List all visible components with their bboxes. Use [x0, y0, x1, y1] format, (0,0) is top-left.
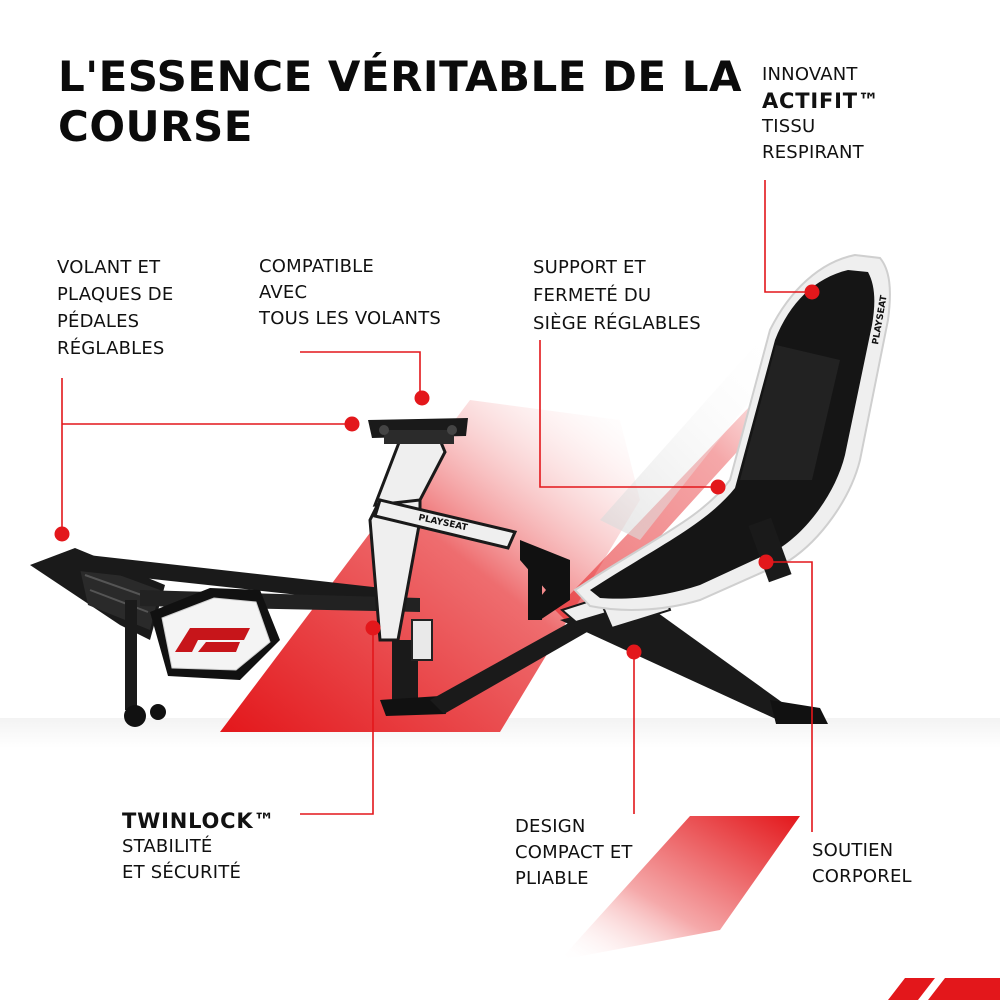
dot-compatible: [414, 390, 430, 406]
grey-streak: [600, 340, 790, 540]
dot-actifit: [804, 284, 820, 300]
page-title: L'ESSENCE VÉRITABLE DE LA COURSE: [58, 52, 758, 152]
dot-support: [710, 479, 726, 495]
callout-soutien-line-1: SOUTIEN: [812, 840, 894, 861]
callout-design-line-1: DESIGN: [515, 816, 586, 837]
f1-side-cover: [150, 588, 280, 680]
callout-design-line-3: PLIABLE: [515, 868, 589, 889]
callout-support: SUPPORT ET FERMETÉ DU SIÈGE RÉGLABLES: [533, 254, 701, 338]
leader-twinlock: [300, 628, 374, 815]
dot-design: [626, 644, 642, 660]
callout-compatible-line-2: AVEC: [259, 282, 308, 303]
leader-soutien: [766, 561, 813, 832]
callout-twinlock: TWINLOCK™ STABILITÉ ET SÉCURITÉ: [122, 808, 275, 886]
callout-twinlock-line-2: STABILITÉ: [122, 836, 213, 857]
racing-seat: PLAYSEAT: [573, 253, 891, 611]
callout-actifit-line-1: INNOVANT: [762, 64, 858, 85]
callout-lines: [61, 180, 813, 832]
page-title-line-2: COURSE: [58, 102, 253, 151]
callout-support-line-1: SUPPORT ET: [533, 257, 646, 278]
dot-wheel-plate: [344, 416, 360, 432]
callout-compatible-line-3: TOUS LES VOLANTS: [259, 308, 442, 329]
callout-volant-line-1: VOLANT ET: [57, 257, 161, 278]
callout-volant: VOLANT ET PLAQUES DE PÉDALES RÉGLABLES: [57, 254, 173, 362]
leader-compatible: [300, 351, 421, 398]
callout-design: DESIGN COMPACT ET PLIABLE: [515, 814, 633, 892]
callout-volant-line-4: RÉGLABLES: [57, 338, 165, 359]
wheel-mount-plate: [368, 418, 468, 444]
callout-actifit-line-3: TISSU: [762, 116, 816, 137]
callout-actifit-brand: ACTIFIT™: [762, 89, 880, 113]
leader-support: [539, 340, 718, 488]
middle-crossbar: PLAYSEAT: [373, 498, 518, 550]
callout-actifit: INNOVANT ACTIFIT™ TISSU RESPIRANT: [762, 62, 880, 166]
pedal-plate: [30, 548, 166, 727]
callout-volant-line-3: PÉDALES: [57, 311, 140, 332]
callout-twinlock-line-3: ET SÉCURITÉ: [122, 862, 242, 883]
red-streak-lower: [560, 816, 800, 960]
callout-actifit-line-4: RESPIRANT: [762, 142, 864, 163]
callout-soutien: SOUTIEN CORPOREL: [812, 838, 912, 890]
callout-soutien-line-2: CORPOREL: [812, 866, 912, 887]
corner-stripe-1: [888, 978, 935, 1000]
corner-stripe-2: [928, 978, 1000, 1000]
callout-dots: [54, 284, 820, 660]
dot-soutien: [758, 554, 774, 570]
callout-design-line-2: COMPACT ET: [515, 842, 633, 863]
dot-twinlock: [365, 620, 381, 636]
leader-actifit: [764, 180, 812, 293]
page-title-line-1: L'ESSENCE VÉRITABLE DE LA: [58, 52, 742, 101]
callout-volant-line-2: PLAQUES DE: [57, 284, 174, 305]
x-frame: [430, 540, 828, 724]
callout-support-line-2: FERMETÉ DU: [533, 285, 652, 306]
callout-twinlock-brand: TWINLOCK™: [122, 809, 276, 833]
callout-compatible-line-1: COMPATIBLE: [259, 256, 374, 277]
callout-support-line-3: SIÈGE RÉGLABLES: [533, 313, 701, 334]
dot-pedal-plate: [54, 526, 70, 542]
callout-compatible: COMPATIBLE AVEC TOUS LES VOLANTS: [259, 254, 441, 332]
